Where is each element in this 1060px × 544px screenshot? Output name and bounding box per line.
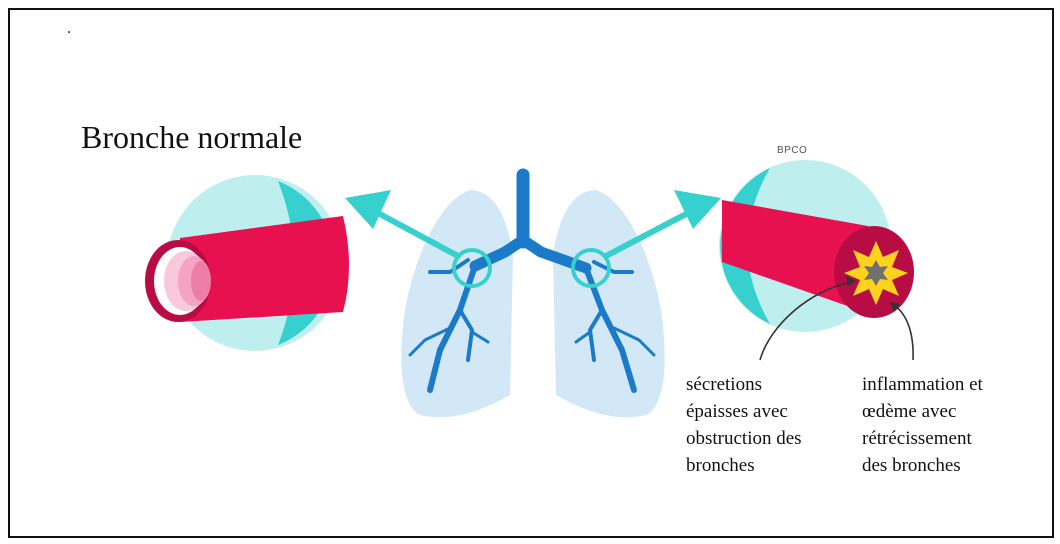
- normal-bronchus-illustration: [145, 175, 349, 351]
- lungs-icon: [401, 175, 664, 417]
- bpco-title: BPCO: [777, 145, 807, 156]
- bpco-bronchus-illustration: [719, 160, 914, 332]
- inflammation-pointer: [894, 305, 913, 360]
- normal-bronchus-title: Bronche normale: [81, 119, 302, 156]
- inflammation-caption: inflammation et œdème avec rétrécissemen…: [862, 371, 1052, 479]
- figure-frame: .: [8, 8, 1054, 538]
- left-lung: [401, 190, 513, 417]
- normal-lumen-ring3: [191, 261, 211, 301]
- secretions-caption: sécretions épaisses avec obstruction des…: [686, 371, 856, 479]
- right-lung: [553, 190, 665, 417]
